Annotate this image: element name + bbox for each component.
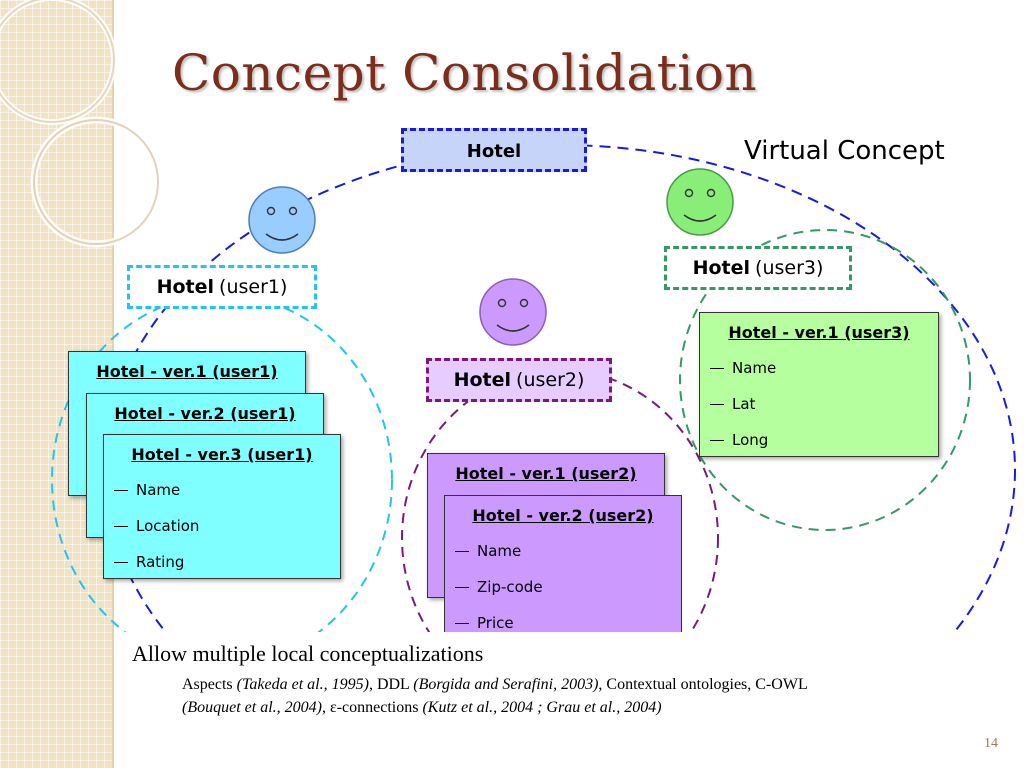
user3-version-1-fields: Name Lat Long <box>700 350 938 456</box>
user2-hotel-bold: Hotel <box>453 369 512 391</box>
user3-smiley-icon <box>666 168 734 236</box>
user1-version-3-fields: Name Location Rating <box>104 472 340 578</box>
user3-version-card-1: Hotel - ver.1 (user3) Name Lat Long <box>699 312 939 457</box>
user1-hotel-label-box: Hotel (user1) <box>127 265 317 309</box>
user1-version-2-title: Hotel - ver.2 (user1) <box>114 404 296 423</box>
field-item: Lat <box>710 386 938 422</box>
field-item: Rating <box>114 544 340 578</box>
user1-version-1-title: Hotel - ver.1 (user1) <box>96 362 278 381</box>
user2-version-2-fields: Name Zip-code Price <box>445 533 681 632</box>
user2-version-1-title: Hotel - ver.1 (user2) <box>455 464 637 483</box>
field-item: Price <box>455 605 681 632</box>
footer-heading: Allow multiple local conceptualizations <box>132 641 484 666</box>
user2-smiley-icon <box>479 278 547 346</box>
user3-circle <box>679 229 971 531</box>
citation-line-2: (Bouquet et al., 2004), ε-connections (K… <box>182 699 662 716</box>
user3-hotel-bold: Hotel <box>692 257 751 279</box>
field-item: Zip-code <box>455 569 681 605</box>
slide-title: Concept Consolidation <box>172 44 758 102</box>
field-item: Long <box>710 422 938 456</box>
user1-smiley-icon <box>248 186 316 254</box>
field-item: Location <box>114 508 340 544</box>
user2-version-card-2: Hotel - ver.2 (user2) Name Zip-code Pric… <box>444 495 682 632</box>
user2-user-tag: (user2) <box>516 369 585 391</box>
virtual-hotel-box: Hotel <box>401 128 587 172</box>
field-item: Name <box>114 472 340 508</box>
user1-version-card-3: Hotel - ver.3 (user1) Name Location Rati… <box>103 434 341 579</box>
page-number: 14 <box>984 736 998 751</box>
user1-hotel-bold: Hotel <box>156 276 215 298</box>
field-item: Name <box>710 350 938 386</box>
field-item: Name <box>455 533 681 569</box>
user3-user-tag: (user3) <box>755 257 824 279</box>
citation-line-1: Aspects (Takeda et al., 1995), DDL (Borg… <box>182 676 808 693</box>
user2-version-2-title: Hotel - ver.2 (user2) <box>472 506 654 525</box>
user3-version-1-title: Hotel - ver.1 (user3) <box>728 323 910 342</box>
user3-hotel-label-box: Hotel (user3) <box>664 246 852 290</box>
user2-hotel-label-box: Hotel (user2) <box>426 358 612 402</box>
user1-version-3-title: Hotel - ver.3 (user1) <box>131 445 313 464</box>
virtual-hotel-label: Hotel <box>466 141 522 162</box>
virtual-concept-label: Virtual Concept <box>744 136 945 166</box>
user1-user-tag: (user1) <box>219 276 288 298</box>
